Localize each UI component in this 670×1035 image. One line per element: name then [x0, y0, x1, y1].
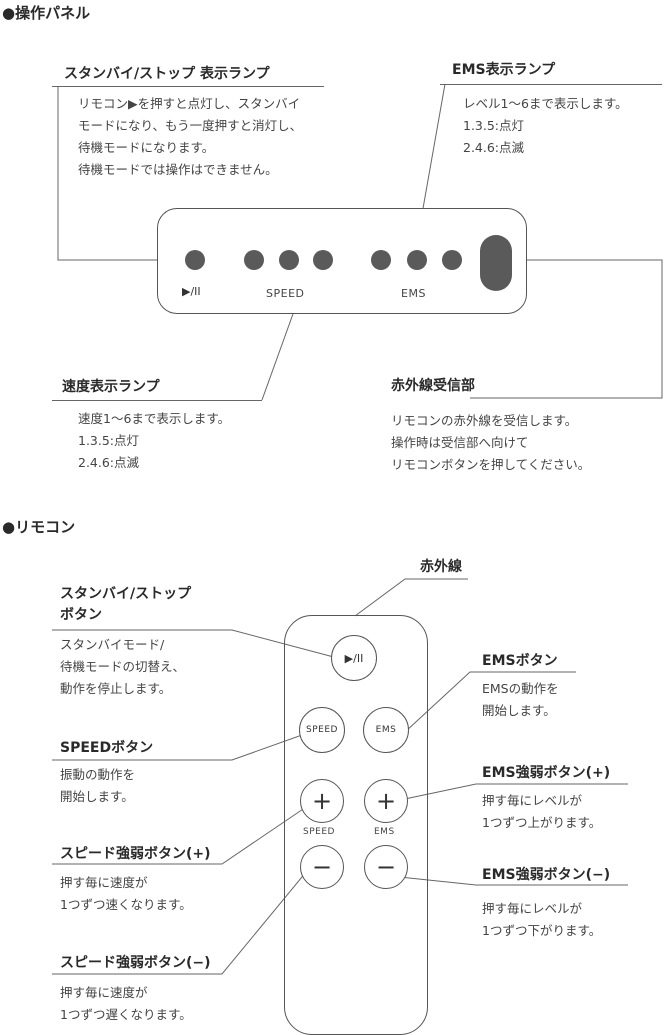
ir-receiver-title: 赤外線受信部 [391, 378, 475, 394]
ems-button-title: EMSボタン [482, 653, 558, 669]
ems-lamp-underline [440, 84, 662, 85]
standby-lamp [185, 250, 205, 270]
ems-minus-title: EMS強弱ボタン(−) [482, 867, 611, 883]
remote-ems-button[interactable]: EMS [363, 707, 409, 753]
standby-button-desc: スタンバイモード/ 待機モードの切替え、 動作を停止します。 [60, 637, 186, 696]
speed-lamp-1 [244, 250, 264, 270]
speed-button-desc: 振動の動作を 開始します。 [60, 767, 136, 804]
speed-plus-title: スピード強弱ボタン(+) [60, 846, 211, 862]
standby-lamp-title: スタンバイ/ストップ 表示ランプ [64, 66, 270, 82]
panel-ems-label: EMS [401, 287, 426, 300]
speed-lamp-2 [279, 250, 299, 270]
ir-receiver-desc: リモコンの赤外線を受信します。 操作時は受信部へ向けて リモコンボタンを押してく… [391, 413, 591, 472]
speed-minus-desc: 押す毎に速度が 1つずつ遅くなります。 [60, 985, 192, 1022]
speed-lamp-title: 速度表示ランプ [62, 379, 160, 395]
standby-button-title: スタンバイ/ストップ ボタン [60, 586, 192, 623]
speed-lamp-3 [313, 250, 333, 270]
ems-lamp-title: EMS表示ランプ [452, 62, 556, 78]
operation-panel [157, 208, 527, 314]
remote-play-button[interactable]: ▶/II [331, 635, 377, 681]
ems-button-desc: EMSの動作を 開始します。 [482, 681, 559, 718]
ems-plus-desc: 押す毎にレベルが 1つずつ上がります。 [482, 793, 602, 830]
panel-section-title: ●操作パネル [2, 4, 91, 22]
ems-caption: EMS [374, 827, 395, 837]
speed-plus-button[interactable]: + [300, 779, 344, 823]
ems-lamp-desc: レベル1〜6まで表示します。 1.3.5:点灯 2.4.6:点滅 [463, 96, 628, 155]
speed-plus-desc: 押す毎に速度が 1つずつ速くなります。 [60, 875, 192, 912]
ems-plus-title: EMS強弱ボタン(+) [482, 765, 611, 781]
ems-lamp-3 [442, 250, 462, 270]
speed-minus-title: スピード強弱ボタン(−) [60, 955, 211, 971]
remote-section-title: ●リモコン [2, 518, 76, 536]
ems-lamp-1 [371, 250, 391, 270]
speed-minus-button[interactable]: − [300, 845, 344, 889]
speed-lamp-underline [52, 400, 262, 401]
ir-receiver-window [480, 235, 512, 291]
speed-lamp-desc: 速度1〜6まで表示します。 1.3.5:点灯 2.4.6:点滅 [78, 411, 231, 470]
ems-plus-button[interactable]: + [364, 779, 408, 823]
standby-lamp-desc: リモコン▶を押すと点灯し、スタンバイ モードになり、もう一度押すと消灯し、 待機… [78, 96, 303, 177]
ems-minus-desc: 押す毎にレベルが 1つずつ下がります。 [482, 901, 602, 938]
standby-lamp-underline [52, 86, 324, 87]
remote-speed-button[interactable]: SPEED [299, 707, 345, 753]
play-pause-icon: ▶/II [182, 285, 201, 298]
ems-lamp-2 [407, 250, 427, 270]
speed-button-title: SPEEDボタン [60, 740, 154, 756]
infrared-label: 赤外線 [420, 559, 462, 575]
panel-speed-label: SPEED [266, 287, 305, 300]
speed-caption: SPEED [303, 827, 335, 837]
ems-minus-button[interactable]: − [364, 845, 408, 889]
